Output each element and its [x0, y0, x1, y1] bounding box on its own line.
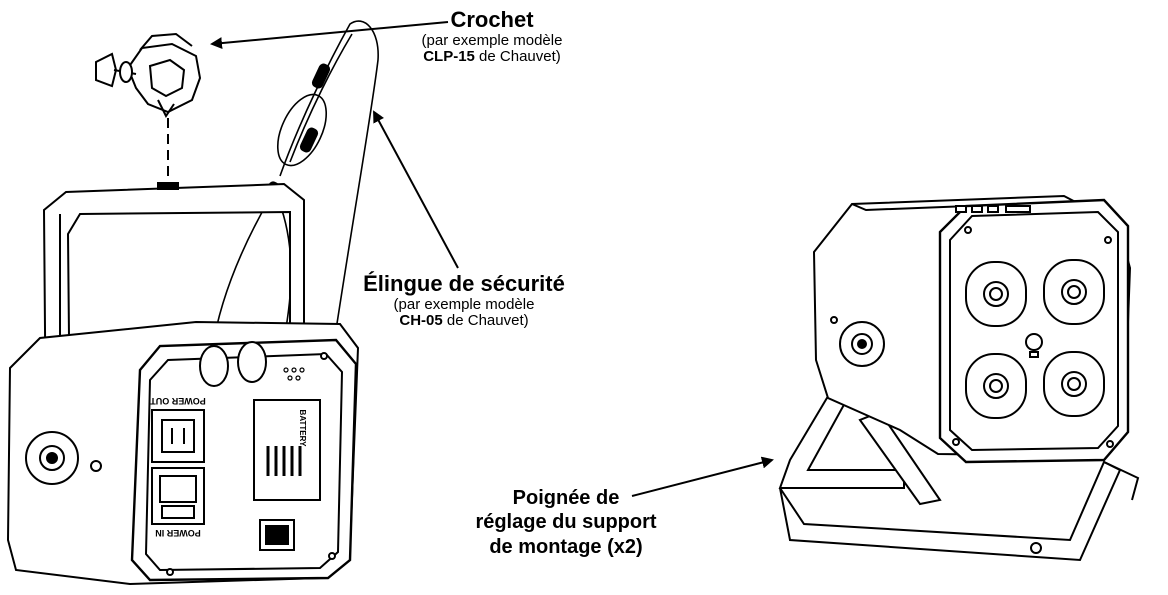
power-out-label: POWER OUT	[150, 396, 206, 406]
elingue-line1: (par exemple modèle	[393, 295, 535, 313]
crochet-title: Crochet	[450, 7, 534, 32]
crochet-suffix: de Chauvet)	[474, 48, 561, 66]
clamp-illustration	[95, 32, 202, 118]
callout-poignee: Poignée de réglage du support de montage…	[430, 486, 702, 559]
arrow-to-cable	[373, 110, 459, 269]
fixture-rear-view	[6, 182, 360, 586]
poignee-line3: de montage (x2)	[489, 535, 643, 558]
power-in-label: POWER IN	[155, 528, 201, 538]
arrow-to-knob	[631, 456, 774, 497]
callout-crochet: Crochet (par exemple modèle CLP-15 de Ch…	[372, 7, 612, 66]
elingue-title: Élingue de sécurité	[363, 271, 565, 296]
elingue-suffix: de Chauvet)	[442, 312, 529, 330]
poignee-line2: réglage du support	[475, 511, 657, 534]
elingue-model: CH-05	[399, 312, 443, 330]
crochet-line1: (par exemple modèle	[421, 31, 563, 49]
fixture-front-view	[778, 194, 1140, 562]
battery-label: BATTERY	[298, 410, 307, 448]
callout-elingue: Élingue de sécurité (par exemple modèle …	[333, 271, 595, 330]
arrow-to-clamp	[210, 21, 449, 50]
crochet-model: CLP-15	[423, 48, 475, 66]
led-lenses	[965, 259, 1105, 419]
poignee-line1: Poignée de	[512, 487, 620, 509]
